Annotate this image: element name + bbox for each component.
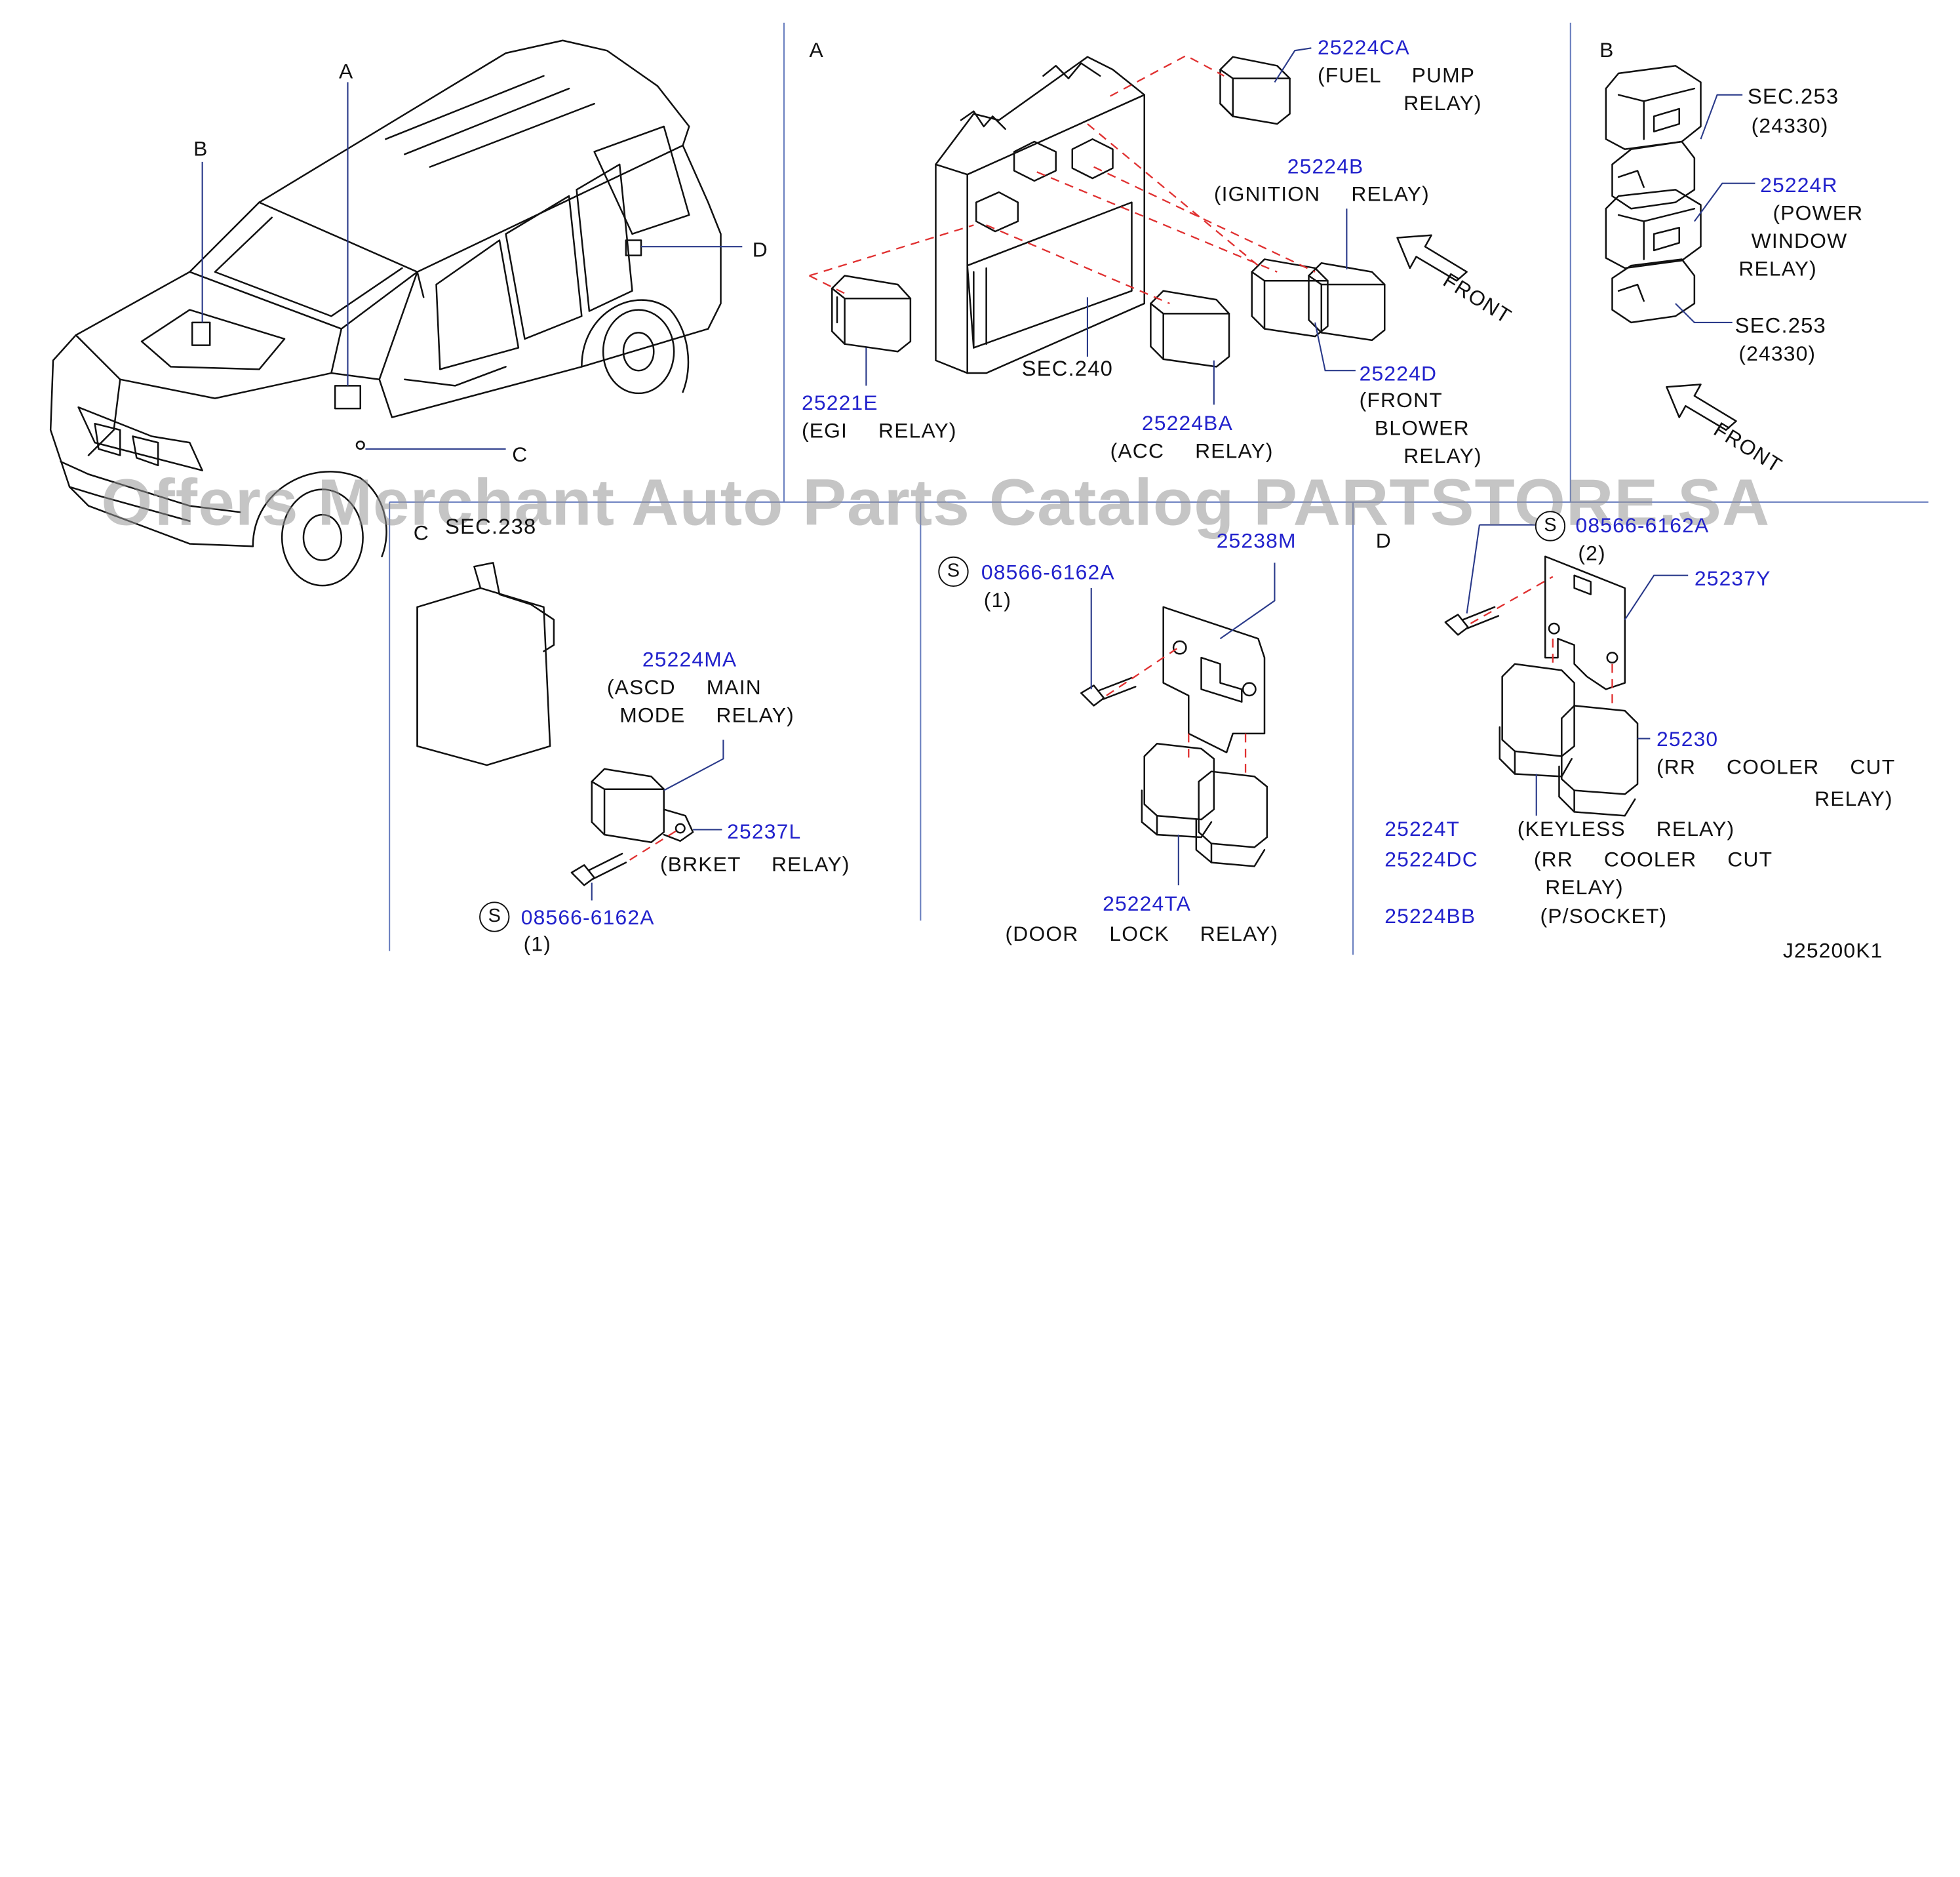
relay-25224BA xyxy=(1150,290,1230,368)
standard-part-symbol-c: S xyxy=(479,901,510,932)
part-qty-08566-6162A-c: (1) xyxy=(523,933,551,957)
part-number-25224R[interactable]: 25224R xyxy=(1760,174,1838,197)
relay-25224B xyxy=(1308,262,1386,342)
section-label-b: B xyxy=(1599,39,1615,62)
relay-25224MA xyxy=(591,768,694,843)
relay-pair-25224TA xyxy=(1141,742,1268,867)
part-number-25221E[interactable]: 25221E xyxy=(801,391,878,415)
part-number-25237L[interactable]: 25237L xyxy=(727,820,802,844)
part-number-08566-6162A-d[interactable]: 08566-6162A xyxy=(1575,515,1710,538)
part-desc-25230-2: RELAY) xyxy=(1814,787,1893,811)
part-number-25224BA[interactable]: 25224BA xyxy=(1141,412,1233,435)
part-qty-08566-6162A-mid: (1) xyxy=(983,589,1012,612)
part-desc-25224DC-1: (RR COOLER CUT xyxy=(1533,848,1773,872)
part-number-25224B[interactable]: 25224B xyxy=(1287,155,1364,178)
relay-pair-d xyxy=(1499,663,1639,817)
relay-25224CA xyxy=(1219,56,1291,125)
part-desc-25221E: (EGI RELAY) xyxy=(801,420,957,443)
part-desc-25224R-3: RELAY) xyxy=(1738,258,1817,281)
section-label-d: D xyxy=(1375,530,1392,553)
part-desc-25224R-2: WINDOW xyxy=(1751,230,1848,253)
part-desc-25224CA-1: (FUEL PUMP xyxy=(1318,64,1476,88)
panel-borders xyxy=(389,22,1929,955)
part-number-25224MA[interactable]: 25224MA xyxy=(642,648,737,672)
bolt-mid xyxy=(1080,677,1137,707)
standard-part-symbol-mid: S xyxy=(938,556,969,587)
bolt-d xyxy=(1444,606,1500,636)
diagram-code: J25200K1 xyxy=(1782,939,1883,962)
ref-sec253-2: SEC.253 xyxy=(1735,313,1826,338)
bolt-c xyxy=(570,852,627,886)
section-label-c: C xyxy=(413,522,429,545)
car-callout-d: D xyxy=(752,239,768,262)
car-callout-c: C xyxy=(512,444,528,467)
part-desc-25224BB: (P/SOCKET) xyxy=(1540,905,1668,928)
part-desc-25224D-3: RELAY) xyxy=(1403,445,1482,468)
part-desc-25224B: (IGNITION RELAY) xyxy=(1213,183,1430,207)
part-desc-25224DC-2: RELAY) xyxy=(1545,876,1624,899)
part-desc-25237L: (BRKET RELAY) xyxy=(659,854,850,877)
part-desc-25224T: (KEYLESS RELAY) xyxy=(1517,818,1735,841)
diagram-canvas xyxy=(49,22,1929,955)
part-number-08566-6162A-mid[interactable]: 08566-6162A xyxy=(981,561,1115,585)
assembly-dash-lines xyxy=(629,54,1613,861)
leader-lines xyxy=(201,47,1755,901)
part-desc-25224D-1: (FRONT xyxy=(1359,389,1443,412)
vehicle-illustration xyxy=(49,39,722,587)
part-number-08566-6162A-c[interactable]: 08566-6162A xyxy=(520,907,655,930)
part-desc-25224BA: (ACC RELAY) xyxy=(1110,440,1274,464)
ref-sec238: SEC.238 xyxy=(445,515,537,539)
part-number-25224T[interactable]: 25224T xyxy=(1384,818,1460,841)
fuse-block xyxy=(935,56,1145,374)
relay-25224D xyxy=(1251,258,1329,338)
ref-sec240: SEC.240 xyxy=(1021,356,1114,381)
bracket-25237Y xyxy=(1544,555,1626,690)
part-desc-25224TA: (DOOR LOCK RELAY) xyxy=(1005,923,1279,946)
ref-sec253-2-num: (24330) xyxy=(1738,342,1816,366)
part-number-25224D[interactable]: 25224D xyxy=(1359,363,1438,386)
part-number-25224TA[interactable]: 25224TA xyxy=(1103,892,1192,916)
part-number-25237Y[interactable]: 25237Y xyxy=(1694,568,1771,591)
front-arrow-b xyxy=(1666,384,1737,431)
part-number-25224CA[interactable]: 25224CA xyxy=(1318,36,1410,60)
car-callout-a: A xyxy=(338,60,354,84)
part-desc-25224MA-1: (ASCD MAIN xyxy=(606,677,762,700)
standard-part-symbol-d: S xyxy=(1535,511,1566,542)
part-desc-25224CA-2: RELAY) xyxy=(1403,92,1482,115)
bracket-25238M xyxy=(1162,606,1266,754)
part-number-25238M[interactable]: 25238M xyxy=(1216,530,1297,553)
ref-sec253-1: SEC.253 xyxy=(1747,85,1839,109)
part-desc-25230-1: (RR COOLER CUT xyxy=(1656,756,1896,780)
car-callout-b: B xyxy=(193,138,208,161)
ref-sec253-1-num: (24330) xyxy=(1751,115,1829,138)
watermark: Offers Merchant Auto Parts Catalog PARTS… xyxy=(101,466,1771,540)
part-desc-25224MA-2: MODE RELAY) xyxy=(619,704,794,728)
control-unit-c xyxy=(416,562,555,766)
part-number-25224BB[interactable]: 25224BB xyxy=(1384,905,1476,928)
part-desc-25224R-1: (POWER xyxy=(1773,202,1864,226)
relay-25221E xyxy=(831,275,912,353)
part-number-25230[interactable]: 25230 xyxy=(1656,728,1719,751)
front-arrow-a xyxy=(1396,234,1468,282)
part-desc-25224D-2: BLOWER xyxy=(1374,417,1470,441)
relay-stack-b xyxy=(1605,65,1702,324)
section-label-a: A xyxy=(809,39,824,62)
part-qty-08566-6162A-d: (2) xyxy=(1578,542,1606,566)
part-number-25224DC[interactable]: 25224DC xyxy=(1384,848,1478,872)
